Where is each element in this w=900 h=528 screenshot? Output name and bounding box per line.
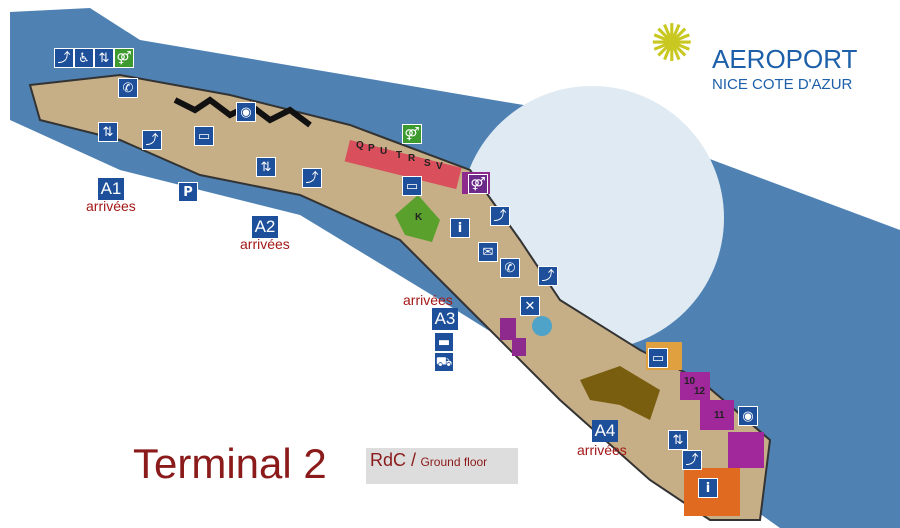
- gate-a2[interactable]: A2: [252, 216, 278, 238]
- escalator-icon[interactable]: ⤴: [54, 48, 74, 68]
- counter-p: P: [368, 143, 375, 154]
- zone-k: [395, 195, 440, 242]
- counter-r: R: [408, 153, 416, 164]
- counter-u: U: [380, 146, 388, 157]
- baggage-icon[interactable]: ▭: [648, 348, 668, 368]
- gate-a3[interactable]: A3: [432, 308, 458, 330]
- restroom-icon[interactable]: ⚤: [114, 48, 134, 68]
- escalator-icon[interactable]: ⤴: [538, 266, 558, 286]
- purple-gate-block: [680, 372, 710, 400]
- restroom-icon[interactable]: ⚤: [402, 124, 422, 144]
- purple-block: [500, 318, 516, 340]
- phone-icon[interactable]: ✆: [500, 258, 520, 278]
- restroom-icon[interactable]: ⚤: [468, 174, 488, 194]
- meeting-point-icon[interactable]: ✕: [520, 296, 540, 316]
- hearing-icon[interactable]: ◉: [738, 406, 758, 426]
- terminal-floor: [28, 73, 772, 521]
- info-icon[interactable]: i: [450, 218, 470, 238]
- floor-sub: Ground floor: [420, 455, 488, 469]
- counter-v: V: [436, 161, 443, 172]
- purple-block: [512, 338, 526, 356]
- counter-block: [344, 140, 462, 190]
- logo-line2: NICE COTE D'AZUR: [712, 76, 853, 93]
- escalator-icon[interactable]: ⤴: [142, 130, 162, 150]
- info-icon[interactable]: i: [698, 478, 718, 498]
- hearing-icon[interactable]: ◉: [236, 102, 256, 122]
- phone-icon[interactable]: ✆: [118, 78, 138, 98]
- brown-hall: [580, 366, 660, 420]
- gate-a1-label: arrivées: [86, 198, 136, 214]
- baggage-icon[interactable]: ▭: [402, 176, 422, 196]
- gate-a3-label: arrivées: [403, 292, 453, 308]
- elevator-icon[interactable]: ⇅: [256, 157, 276, 177]
- gate-10: 10: [684, 376, 696, 387]
- zone-k-label: K: [415, 212, 423, 223]
- palm-logo-icon: ✺: [650, 15, 694, 73]
- gate-11: 11: [714, 410, 725, 421]
- elevator-icon[interactable]: ⇅: [94, 48, 114, 68]
- purple-gate-block: [700, 400, 734, 430]
- floor-main: RdC /: [370, 450, 417, 470]
- logo-line1: AEROPORT: [712, 44, 858, 74]
- gate-a1[interactable]: A1: [98, 178, 124, 200]
- escalator-icon[interactable]: ⤴: [302, 168, 322, 188]
- gate-12: 12: [694, 386, 706, 397]
- escalator-icon[interactable]: ⤴: [682, 450, 702, 470]
- baggage-icon[interactable]: ▭: [194, 126, 214, 146]
- gate-a2-label: arrivées: [240, 236, 290, 252]
- accessibility-icon[interactable]: ♿: [74, 48, 94, 68]
- bus-icon[interactable]: ▬: [434, 332, 454, 352]
- elevator-icon[interactable]: ⇅: [668, 430, 688, 450]
- gate-a4-label: arrivées: [577, 442, 627, 458]
- page-title: Terminal 2: [133, 440, 327, 487]
- mail-icon[interactable]: ✉: [478, 242, 498, 262]
- counter-q: Q: [356, 140, 364, 151]
- purple-gate-block: [728, 432, 764, 468]
- gate-a4[interactable]: A4: [592, 420, 618, 442]
- taxi-icon[interactable]: ⛟: [434, 352, 454, 372]
- parking-icon[interactable]: P: [178, 182, 198, 202]
- fountain: [532, 316, 552, 336]
- elevator-icon[interactable]: ⇅: [98, 122, 118, 142]
- counter-s: S: [424, 158, 431, 169]
- counter-t: T: [396, 150, 403, 161]
- escalator-icon[interactable]: ⤴: [490, 206, 510, 226]
- floor-label: RdC / Ground floor: [366, 448, 518, 484]
